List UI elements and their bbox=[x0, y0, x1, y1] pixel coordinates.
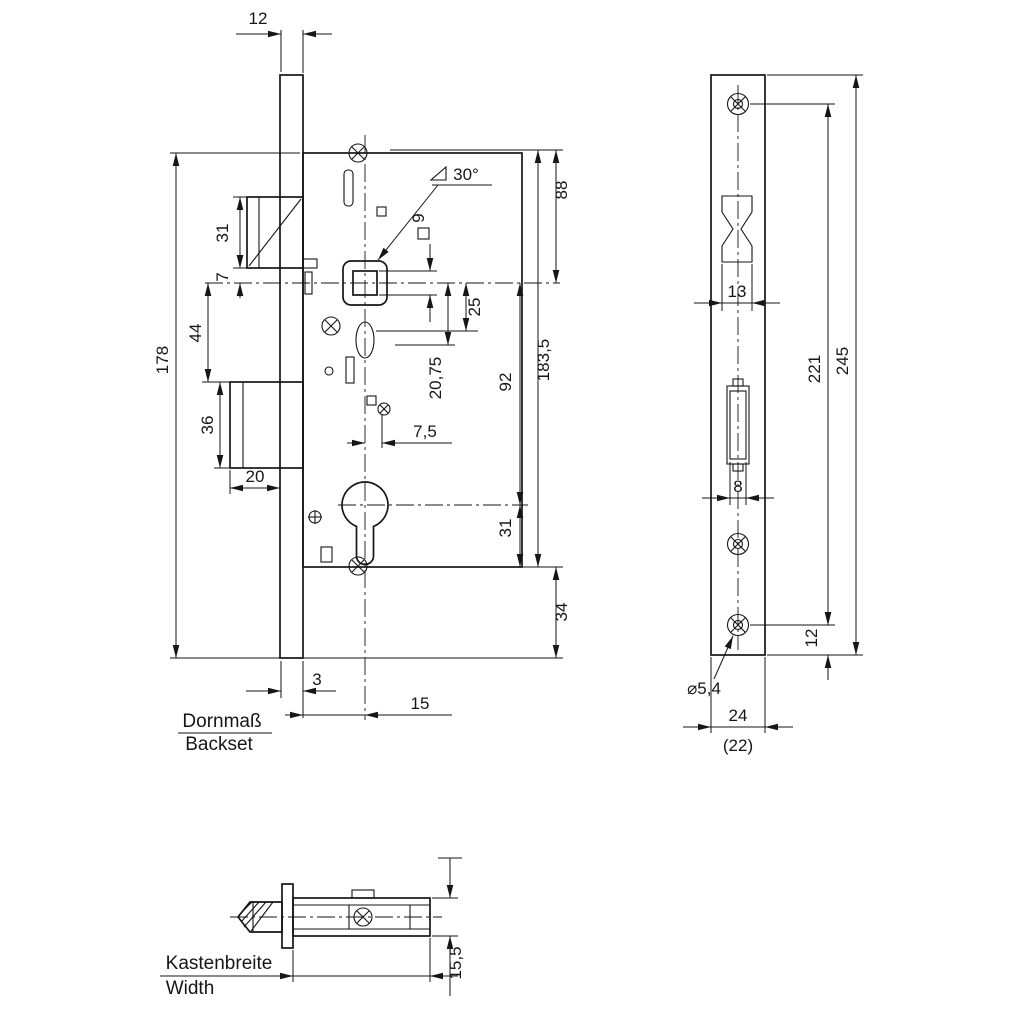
latch-tip-outline bbox=[236, 901, 283, 933]
dim-12-plate-label: 12 bbox=[802, 629, 821, 648]
dim-25-label: 25 bbox=[465, 298, 484, 317]
dim-22-label: (22) bbox=[723, 736, 753, 755]
dim-245-label: 245 bbox=[833, 347, 852, 375]
dim-24-label: 24 bbox=[729, 706, 748, 725]
deadbolt-outline bbox=[229, 381, 304, 469]
spindle-square-hole bbox=[352, 270, 378, 296]
dim-31-left-label: 31 bbox=[213, 224, 232, 243]
dim-12-label: 12 bbox=[249, 9, 268, 28]
mechanism-details bbox=[302, 143, 391, 576]
dim-92-label: 92 bbox=[496, 373, 515, 392]
dim-angle-label: 30° bbox=[453, 165, 479, 184]
side-view: 15,5 Kastenbreite Width bbox=[160, 857, 465, 999]
dim-178-label: 178 bbox=[153, 346, 172, 374]
dim-20-75-label: 20,75 bbox=[426, 357, 445, 400]
faceplate-view: 13 8 221 245 12 ⌀5,4 bbox=[683, 74, 863, 755]
dim-square9-label: 9 bbox=[409, 213, 428, 222]
dim-44-label: 44 bbox=[186, 324, 205, 343]
euro-cylinder-hole bbox=[341, 481, 389, 566]
dim-20-label: 20 bbox=[246, 467, 265, 486]
front-view: 12 31 7 44 36 178 20 bbox=[153, 9, 571, 755]
dim-8-label: 8 bbox=[733, 477, 742, 496]
follower-outline bbox=[342, 260, 388, 306]
latchbolt-outline bbox=[246, 196, 304, 269]
backset-label-en: Backset bbox=[185, 734, 253, 755]
dim-31-right-label: 31 bbox=[496, 519, 515, 538]
dim-15-label: 15 bbox=[411, 694, 430, 713]
latch-cutout bbox=[721, 195, 753, 263]
dim-34-label: 34 bbox=[552, 603, 571, 622]
dim-221-label: 221 bbox=[805, 355, 824, 383]
dim-15-5-label: 15,5 bbox=[446, 946, 465, 979]
dim-7-label: 7 bbox=[213, 272, 232, 281]
dim-hole-diameter-label: ⌀5,4 bbox=[687, 679, 721, 698]
dim-3-label: 3 bbox=[312, 670, 321, 689]
width-label-de: Kastenbreite bbox=[166, 953, 273, 974]
square-symbol bbox=[417, 227, 430, 240]
front-dimensions: 12 31 7 44 36 178 20 bbox=[153, 9, 571, 755]
dim-13-label: 13 bbox=[728, 282, 747, 301]
dim-183-5-label: 183,5 bbox=[534, 339, 553, 382]
faceplate-outline bbox=[279, 74, 304, 659]
angle-symbol bbox=[429, 165, 447, 181]
faceplate-plate-outline bbox=[710, 74, 766, 656]
plate-dimensions: 13 8 221 245 12 ⌀5,4 bbox=[683, 74, 863, 755]
side-dimensions: 15,5 Kastenbreite Width bbox=[160, 857, 465, 999]
width-label-en: Width bbox=[166, 978, 215, 999]
dim-7-5-label: 7,5 bbox=[413, 422, 437, 441]
backset-label-de: Dornmaß bbox=[182, 711, 261, 732]
dim-88-label: 88 bbox=[552, 181, 571, 200]
dim-36-label: 36 bbox=[198, 416, 217, 435]
faceplate-edge-outline bbox=[281, 883, 294, 949]
plate-screw-holes bbox=[726, 92, 750, 637]
